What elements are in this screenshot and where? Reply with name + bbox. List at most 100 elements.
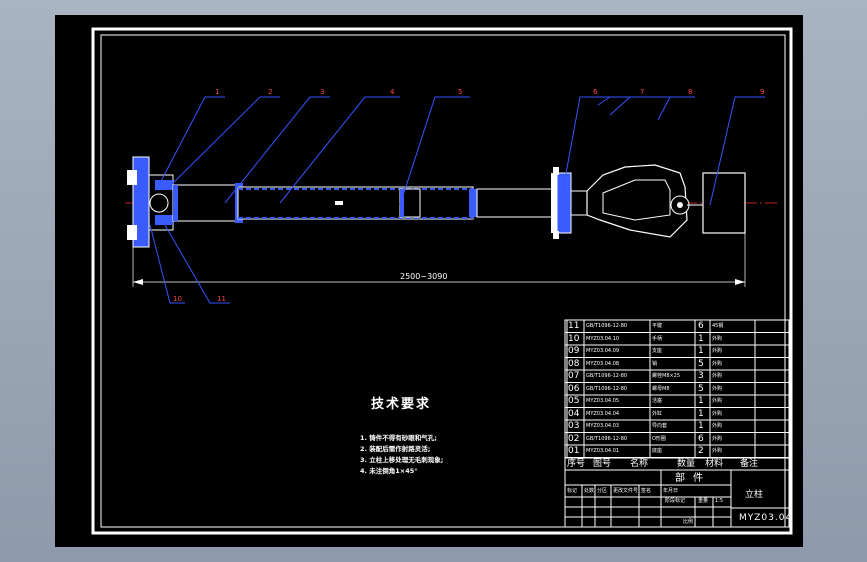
bom-cell-mat: 45钢 (712, 323, 724, 329)
callout-2: 2 (268, 88, 272, 96)
inner-frame (100, 34, 786, 528)
bom-cell-qty: 5 (698, 383, 704, 394)
assembly-name: 立柱 (745, 490, 764, 500)
bom-header-cell: 名称 (630, 459, 649, 469)
bom-cell-name: 外缸 (652, 410, 663, 417)
bom-cell-name: 手柄 (652, 335, 663, 342)
callout-9: 9 (760, 88, 764, 96)
bom-cell-qty: 1 (698, 346, 704, 356)
bom-cell-name: 导向套 (652, 423, 668, 429)
tech-requirement-item: 2. 装配后需作射路灵活; (360, 445, 431, 453)
bom-cell-code: MYZ03.04.08 (586, 360, 620, 367)
bom-cell-no: 10 (568, 333, 580, 344)
title-block-label: 处数 (584, 488, 595, 494)
bom-cell-code: MYZ03.04.01 (586, 448, 620, 454)
callout-4: 4 (390, 88, 395, 96)
bom-cell-qty: 1 (698, 408, 704, 419)
scale-value: 1:5 (715, 498, 724, 504)
bom-cell-mat: 外购 (712, 335, 723, 342)
title-block-label: 更改文件号 (613, 488, 639, 494)
bom-cell-code: GB/T1096-12-80 (586, 373, 628, 379)
bom-cell-mat: 外购 (712, 435, 723, 442)
weight-label: 重量 (698, 498, 709, 504)
bom-cell-qty: 3 (698, 371, 704, 381)
bom-cell-mat: 外购 (712, 385, 723, 392)
callout-5: 5 (458, 88, 462, 96)
bom-cell-mat: 外购 (712, 348, 723, 354)
bom-cell-name: 底座 (652, 448, 663, 454)
callout-11: 11 (217, 295, 226, 303)
bom-cell-code: MYZ03.04.04 (586, 410, 620, 417)
cylinder-body (172, 183, 477, 223)
bom-cell-name: 支座 (652, 348, 663, 354)
bom-header-cell: 材料 (705, 459, 724, 469)
dimension-label: 2500~3090 (400, 272, 447, 281)
bom-cell-mat: 外购 (712, 360, 723, 367)
support-head (570, 164, 746, 238)
bom-cell-code: GB/T1096-12-80 (586, 385, 628, 392)
bom-cell-qty: 6 (698, 433, 704, 444)
title-block-label: 分区 (597, 488, 608, 494)
bom-cell-no: 08 (568, 358, 580, 369)
bom-cell-no: 06 (568, 383, 580, 394)
tech-requirement-item: 1. 铸件不得有砂眼和气孔; (360, 434, 437, 442)
bom-cell-no: 09 (568, 346, 580, 356)
bom-cell-code: GB/T1096-12-80 (586, 323, 628, 329)
overall-dimension: 2500~3090 (132, 233, 746, 287)
bom-cell-mat: 外购 (712, 423, 723, 429)
bom-cell-qty: 1 (698, 333, 704, 344)
bom-cell-no: 07 (568, 371, 580, 381)
bom-cell-name: 螺母M8 (652, 385, 670, 392)
base-part (127, 156, 174, 248)
bom-header-cell: 序号 (567, 459, 586, 469)
bom-header-cell: 图号 (593, 459, 612, 469)
bom-cell-qty: 1 (698, 396, 704, 406)
ratio-label: 比例 (683, 519, 694, 525)
border-frame (91, 27, 793, 535)
callout-6: 6 (593, 88, 598, 96)
bom-cell-name: 活塞 (652, 398, 663, 404)
title-block-label: 标记 (567, 488, 578, 494)
callout-1: 1 (215, 88, 219, 96)
bom-cell-code: MYZ03.04.05 (586, 398, 620, 404)
stage-label: 阶段标记 (665, 498, 686, 504)
callout-3: 3 (320, 88, 324, 96)
drawing-number: MYZ03.04 (739, 513, 793, 523)
tech-requirement-item: 4. 未注倒角1×45° (360, 467, 418, 475)
bom-cell-mat: 外购 (712, 410, 723, 417)
bom-cell-name: 销 (652, 360, 658, 367)
callout-8: 8 (688, 88, 692, 96)
part-label: 部件 (675, 473, 711, 484)
bom-cell-no: 01 (568, 446, 580, 456)
bom-cell-code: MYZ03.04.03 (586, 423, 620, 429)
callout-10: 10 (173, 295, 182, 303)
bom-cell-name: O形圈 (652, 435, 666, 442)
bom-header-cell: 数量 (677, 459, 696, 469)
bom-cell-code: MYZ03.04.09 (586, 348, 620, 354)
leader-lines (149, 96, 765, 304)
bom-cell-name: 螺栓M8×25 (652, 373, 681, 379)
bom-cell-mat: 外购 (712, 398, 723, 404)
callout-labels: 1 2 3 4 5 6 7 8 9 10 11 (173, 88, 764, 303)
bom-cell-no: 03 (568, 421, 580, 431)
bom-row-lines (565, 332, 789, 458)
bom-cell-name: 平键 (652, 323, 663, 329)
bom-cell-qty: 2 (698, 446, 704, 456)
bom-cell-no: 11 (568, 321, 580, 331)
bom-header-cell: 备注 (740, 459, 759, 469)
bom-cell-qty: 6 (698, 321, 704, 331)
bom-cell-mat: 外购 (712, 373, 723, 379)
bom-cell-code: MYZ03.04.10 (586, 335, 620, 342)
outer-tube (476, 167, 572, 239)
tech-requirements-title: 技术要求 (371, 397, 432, 412)
bom-cell-code: GB/T1096-12-80 (586, 435, 628, 442)
callout-7: 7 (640, 88, 644, 96)
bom-cell-qty: 1 (698, 421, 704, 431)
title-block-label: 签名 (641, 488, 652, 494)
bom-cell-no: 04 (568, 408, 580, 419)
bom-cell-mat: 外购 (712, 448, 723, 454)
bom-cell-qty: 5 (698, 358, 704, 369)
tech-requirement-item: 3. 立柱上移处理无毛刺现象; (360, 456, 444, 464)
